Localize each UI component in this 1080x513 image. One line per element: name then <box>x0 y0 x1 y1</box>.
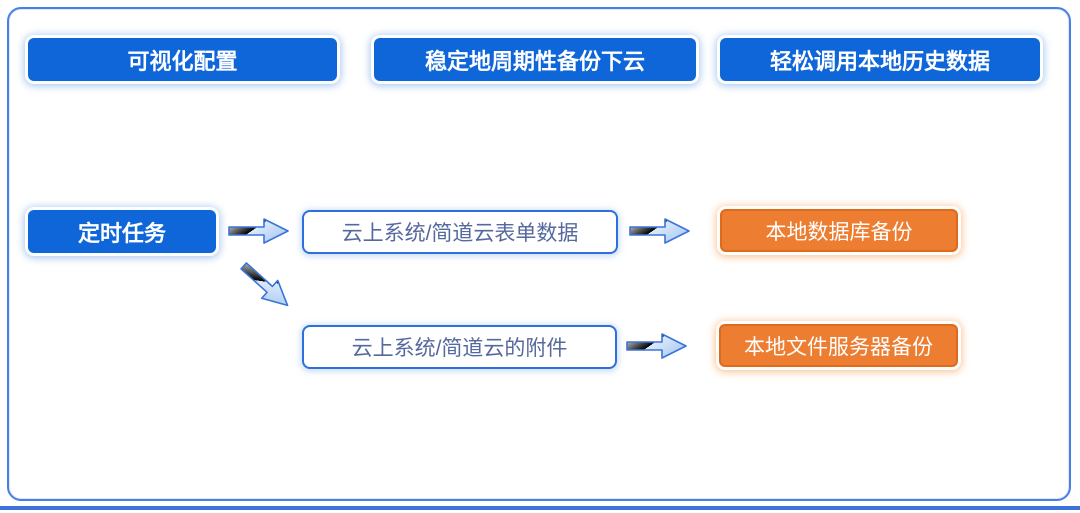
flow-node-label: 本地数据库备份 <box>765 220 913 244</box>
bottom-divider-line <box>0 506 1080 510</box>
flow-node-label: 定时任务 <box>77 220 166 246</box>
header-badge-visual-config: 可视化配置 <box>28 38 337 81</box>
flow-target-local-file-server-backup: 本地文件服务器备份 <box>719 324 958 367</box>
header-badge-label: 稳定地周期性备份下云 <box>424 48 645 74</box>
header-badge-periodic-backup: 稳定地周期性备份下云 <box>374 38 696 81</box>
flow-target-local-database-backup: 本地数据库备份 <box>720 209 958 252</box>
flow-node-label: 本地文件服务器备份 <box>744 335 933 359</box>
header-badge-local-history-data: 轻松调用本地历史数据 <box>720 38 1040 81</box>
right-arrow-icon <box>228 218 289 244</box>
right-arrow-icon <box>626 333 687 359</box>
diagonal-arrow-icon <box>240 262 289 307</box>
flow-node-label: 云上系统/简道云表单数据 <box>341 222 579 245</box>
header-badge-label: 轻松调用本地历史数据 <box>769 48 990 74</box>
flow-node-cloud-form-data: 云上系统/简道云表单数据 <box>302 210 618 254</box>
header-badge-label: 可视化配置 <box>127 48 238 74</box>
flow-node-cloud-attachments: 云上系统/简道云的附件 <box>302 325 617 369</box>
right-arrow-icon <box>629 218 690 244</box>
flow-source-scheduled-task: 定时任务 <box>28 210 216 253</box>
flow-node-label: 云上系统/简道云的附件 <box>351 337 568 360</box>
diagram-frame-border <box>7 7 1071 501</box>
